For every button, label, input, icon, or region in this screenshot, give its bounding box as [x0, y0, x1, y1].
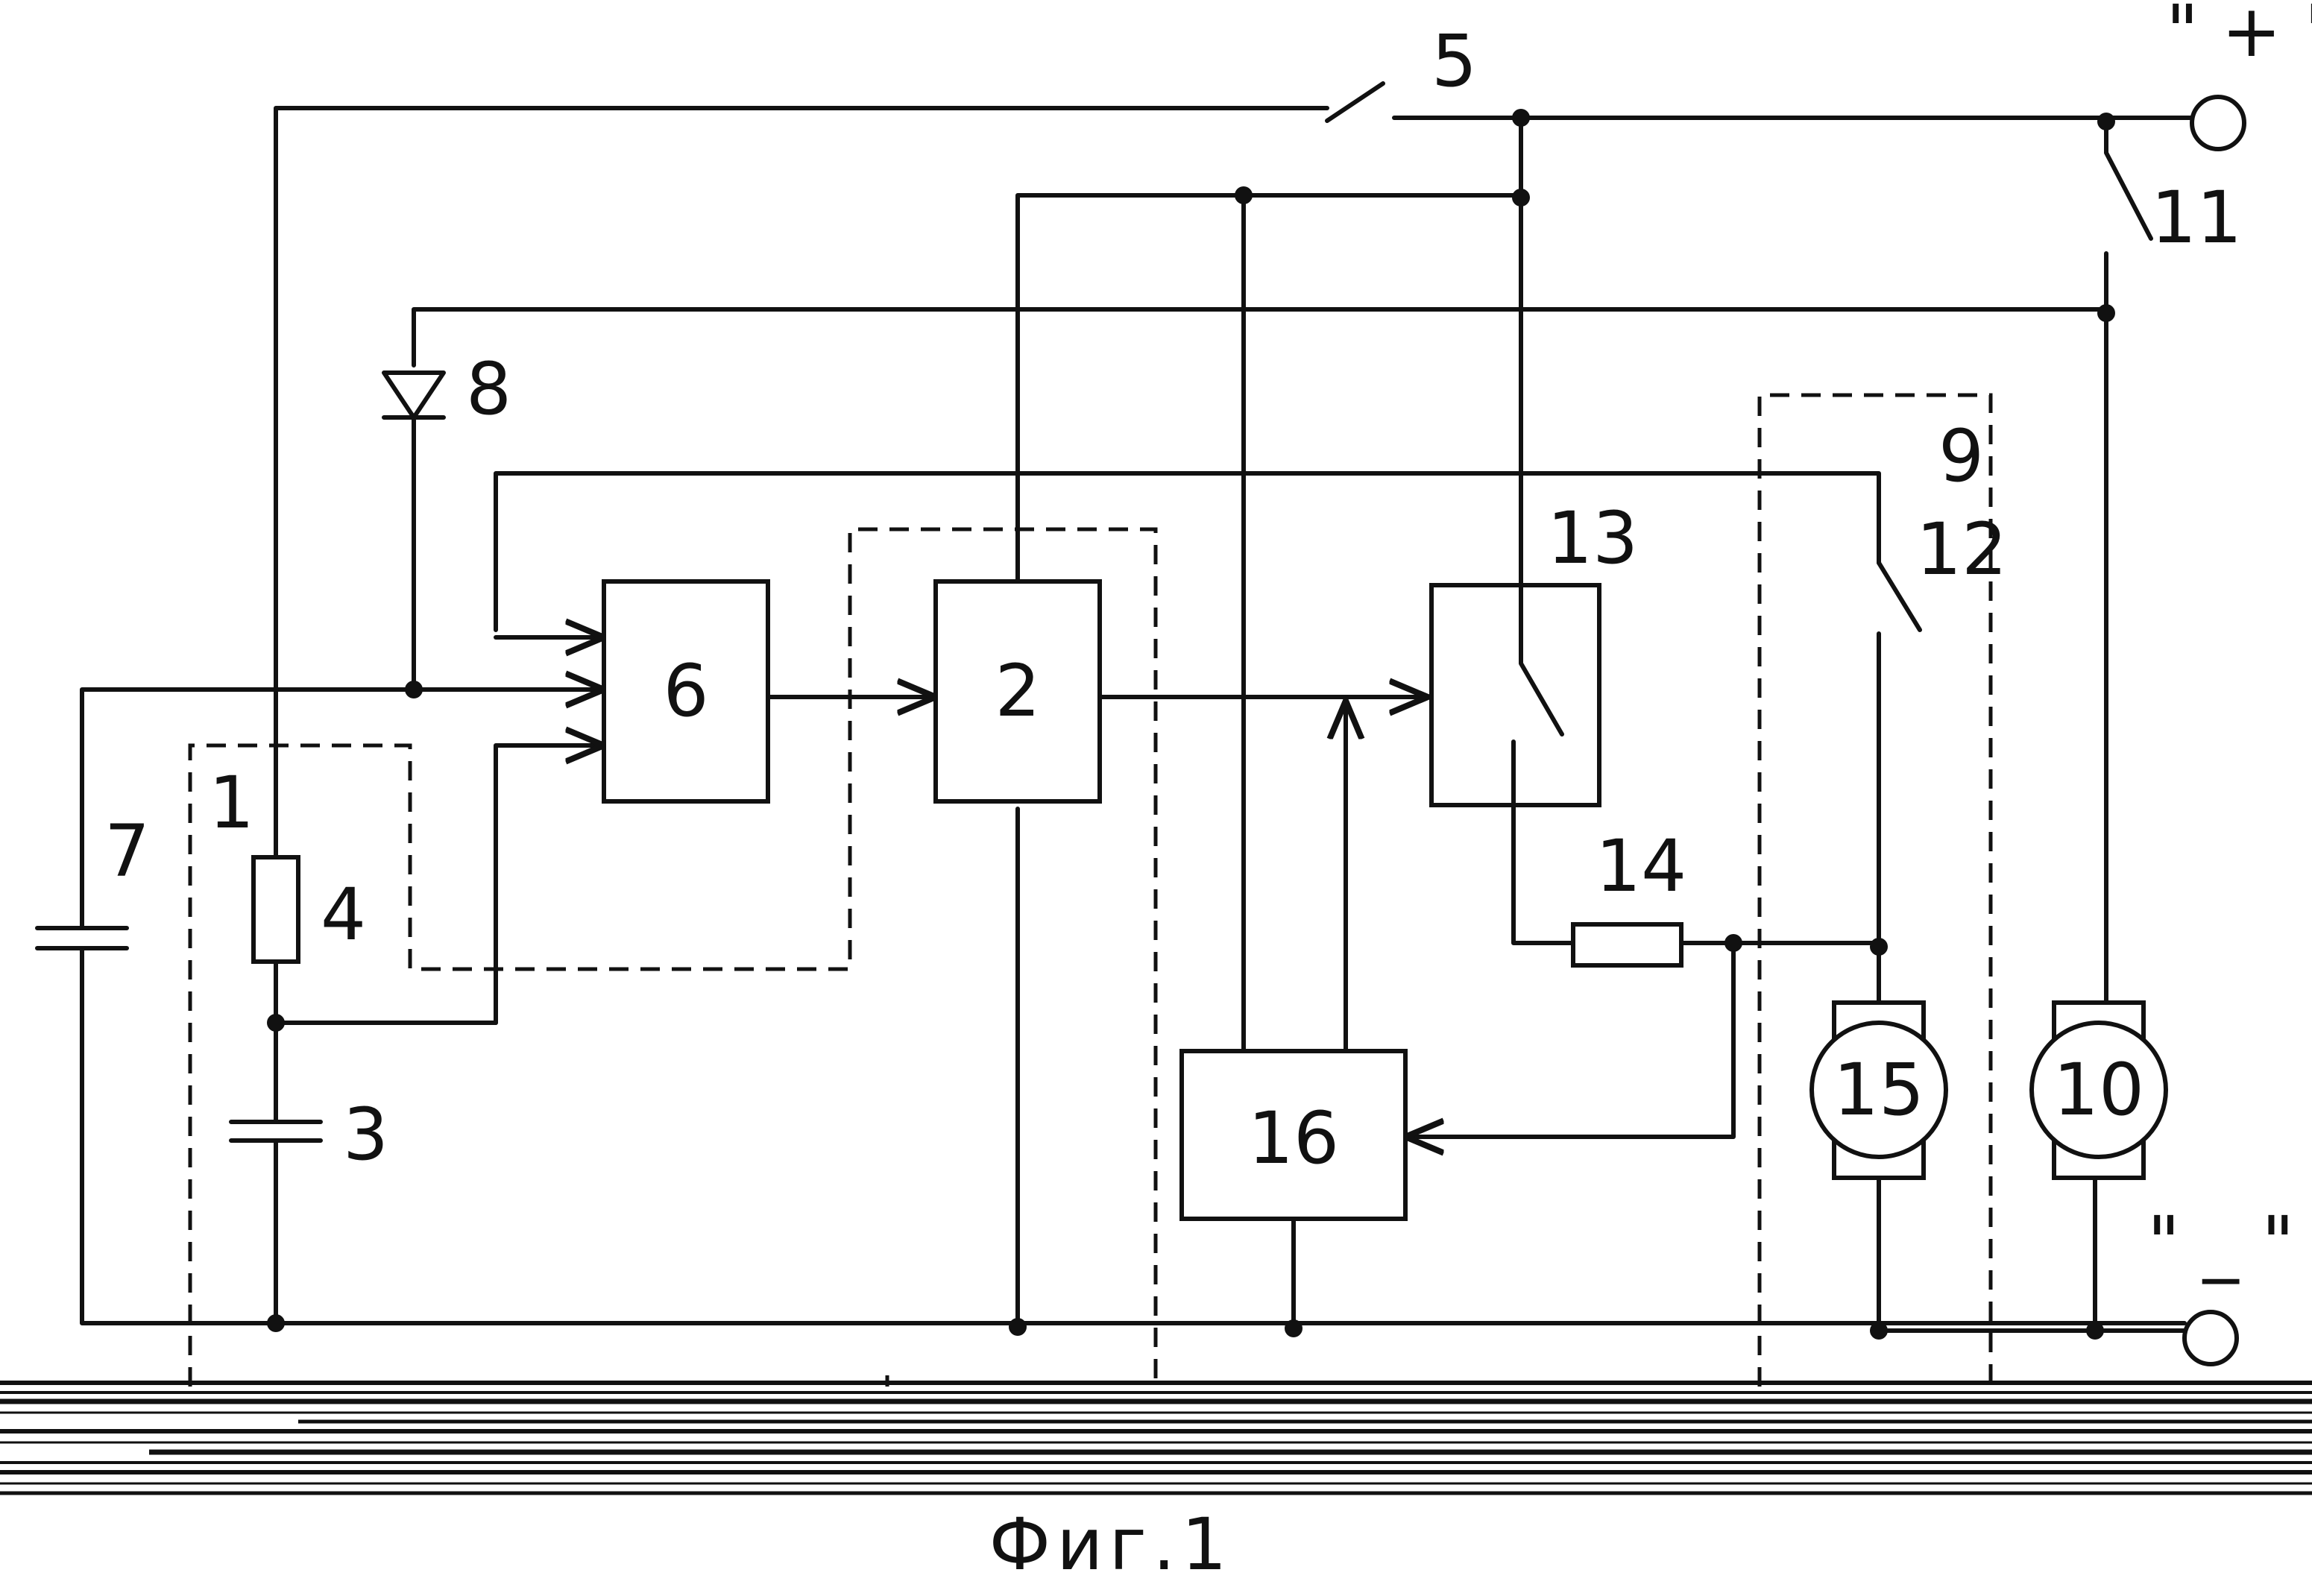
wire-top-left: [276, 108, 1327, 854]
switch-11: [2106, 118, 2151, 239]
label-12: 12: [1916, 508, 2007, 591]
label-7: 7: [104, 810, 150, 893]
arrow-low-b6: [496, 745, 604, 1023]
resistor-4: [253, 857, 298, 962]
label-15: 15: [1833, 1048, 1924, 1132]
block-13-label: 13: [1547, 496, 1638, 580]
switch-5: [1327, 83, 1383, 121]
minus-label: " _ ": [2147, 1201, 2294, 1284]
label-1: 1: [209, 761, 254, 845]
capacitor-7: [37, 928, 127, 948]
capacitor-3: [231, 1122, 321, 1141]
resistor-14: [1573, 924, 1681, 965]
plus-terminal: [2192, 97, 2244, 149]
label-9: 9: [1938, 414, 1984, 498]
label-3: 3: [343, 1093, 388, 1176]
wire-rail-2: [1018, 195, 1521, 581]
label-14: 14: [1596, 824, 1686, 908]
wire-to-b16-input: [1405, 943, 1733, 1137]
wire-diode-rail: [414, 309, 2106, 365]
block-6-label: 6: [663, 649, 708, 733]
label-5: 5: [1431, 19, 1477, 103]
block-2-label: 2: [995, 649, 1040, 733]
scan-artifact-band: [0, 1383, 2312, 1493]
diode-8: [384, 373, 444, 417]
minus-terminal: [2185, 1312, 2237, 1364]
figure-caption: Фиг.1: [989, 1503, 1232, 1586]
switch-12: [1879, 563, 1920, 630]
label-4: 4: [321, 873, 366, 956]
plus-label: " + ": [2166, 0, 2312, 73]
label-10: 10: [2053, 1048, 2144, 1132]
block-16-label: 16: [1248, 1097, 1339, 1180]
label-8: 8: [466, 347, 511, 431]
label-11: 11: [2151, 176, 2242, 259]
